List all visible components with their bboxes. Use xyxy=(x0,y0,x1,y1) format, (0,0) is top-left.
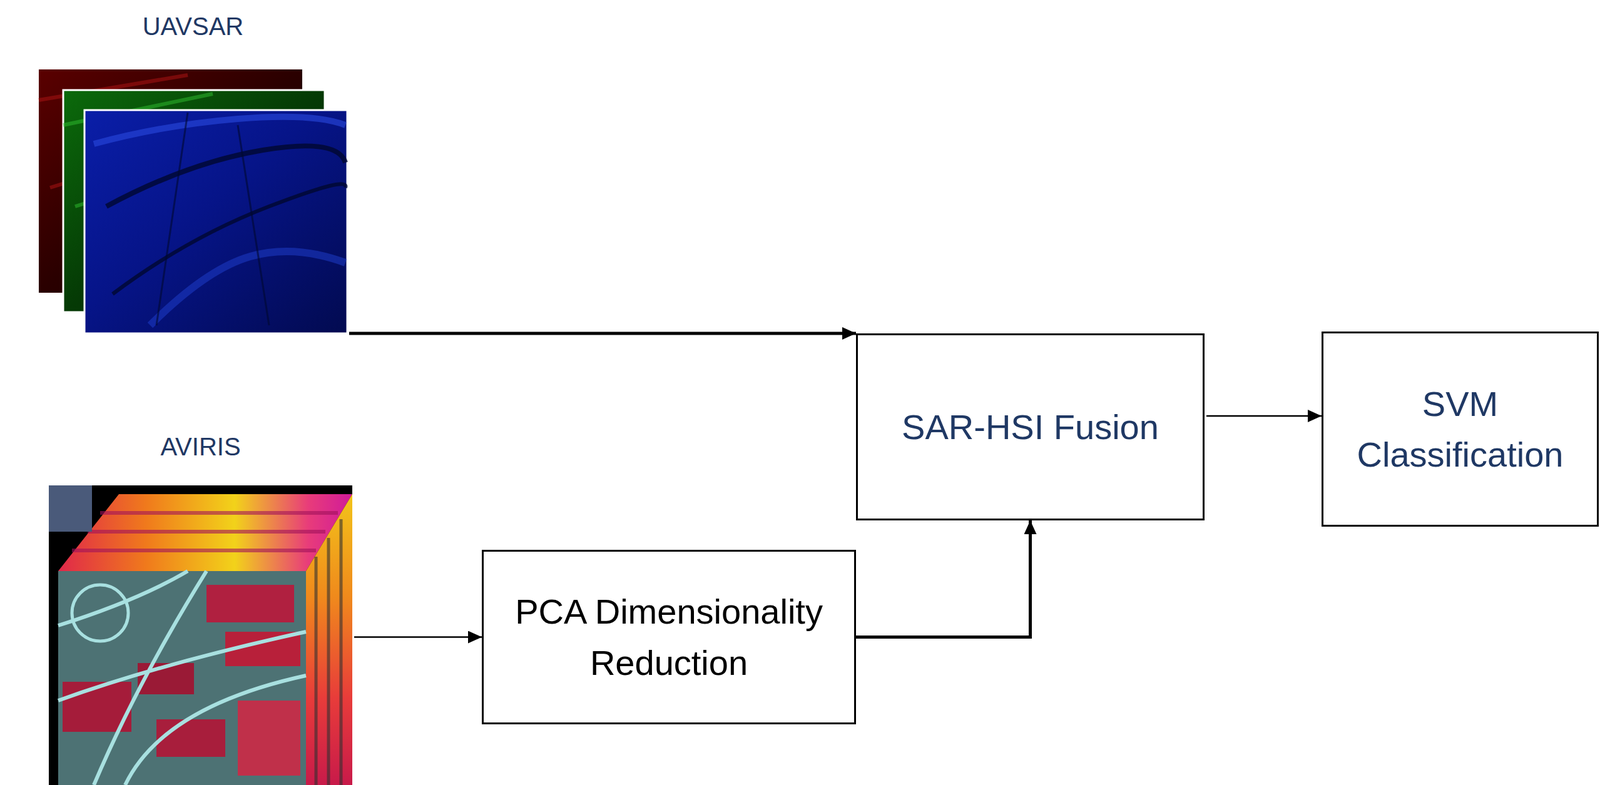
image-title: UAVSAR xyxy=(138,11,248,42)
road-loop xyxy=(71,585,129,642)
aviris-hypercube xyxy=(48,485,353,785)
flow-arrow xyxy=(354,636,482,639)
aviris-image: AVIRIS xyxy=(48,431,353,785)
corner-square xyxy=(48,485,92,532)
blue-layer xyxy=(84,110,348,334)
blue-texture xyxy=(156,112,270,326)
field xyxy=(156,719,226,758)
box-label: PCA Dimensionality Reduction xyxy=(496,586,841,688)
cube-front-face xyxy=(58,571,306,785)
flow-arrow xyxy=(1206,415,1322,418)
cube-background xyxy=(48,485,353,785)
box-label: SVM Classification xyxy=(1336,378,1584,480)
uavsar-image-stack xyxy=(38,69,348,334)
blue-texture xyxy=(93,117,346,144)
uavsar-image: UAVSAR xyxy=(38,11,348,334)
field xyxy=(206,585,295,623)
image-title: AVIRIS xyxy=(156,431,245,462)
fusion-box: SAR-HSI Fusion xyxy=(856,333,1205,521)
flow-arrow xyxy=(856,520,1031,638)
cube-side-stripes xyxy=(315,519,342,785)
cube-top-face xyxy=(58,494,353,572)
cube-top-stripes xyxy=(71,513,338,551)
box-label: SAR-HSI Fusion xyxy=(901,401,1159,453)
cube-side-face xyxy=(305,494,353,785)
field xyxy=(237,700,301,776)
road xyxy=(58,571,306,785)
blue-texture xyxy=(112,183,346,295)
process-box: PCA Dimensionality Reduction xyxy=(481,550,857,725)
classifier-box: SVM Classification xyxy=(1321,331,1599,527)
blue-texture xyxy=(150,251,346,326)
flow-arrow xyxy=(349,332,857,336)
blue-texture xyxy=(106,145,346,207)
